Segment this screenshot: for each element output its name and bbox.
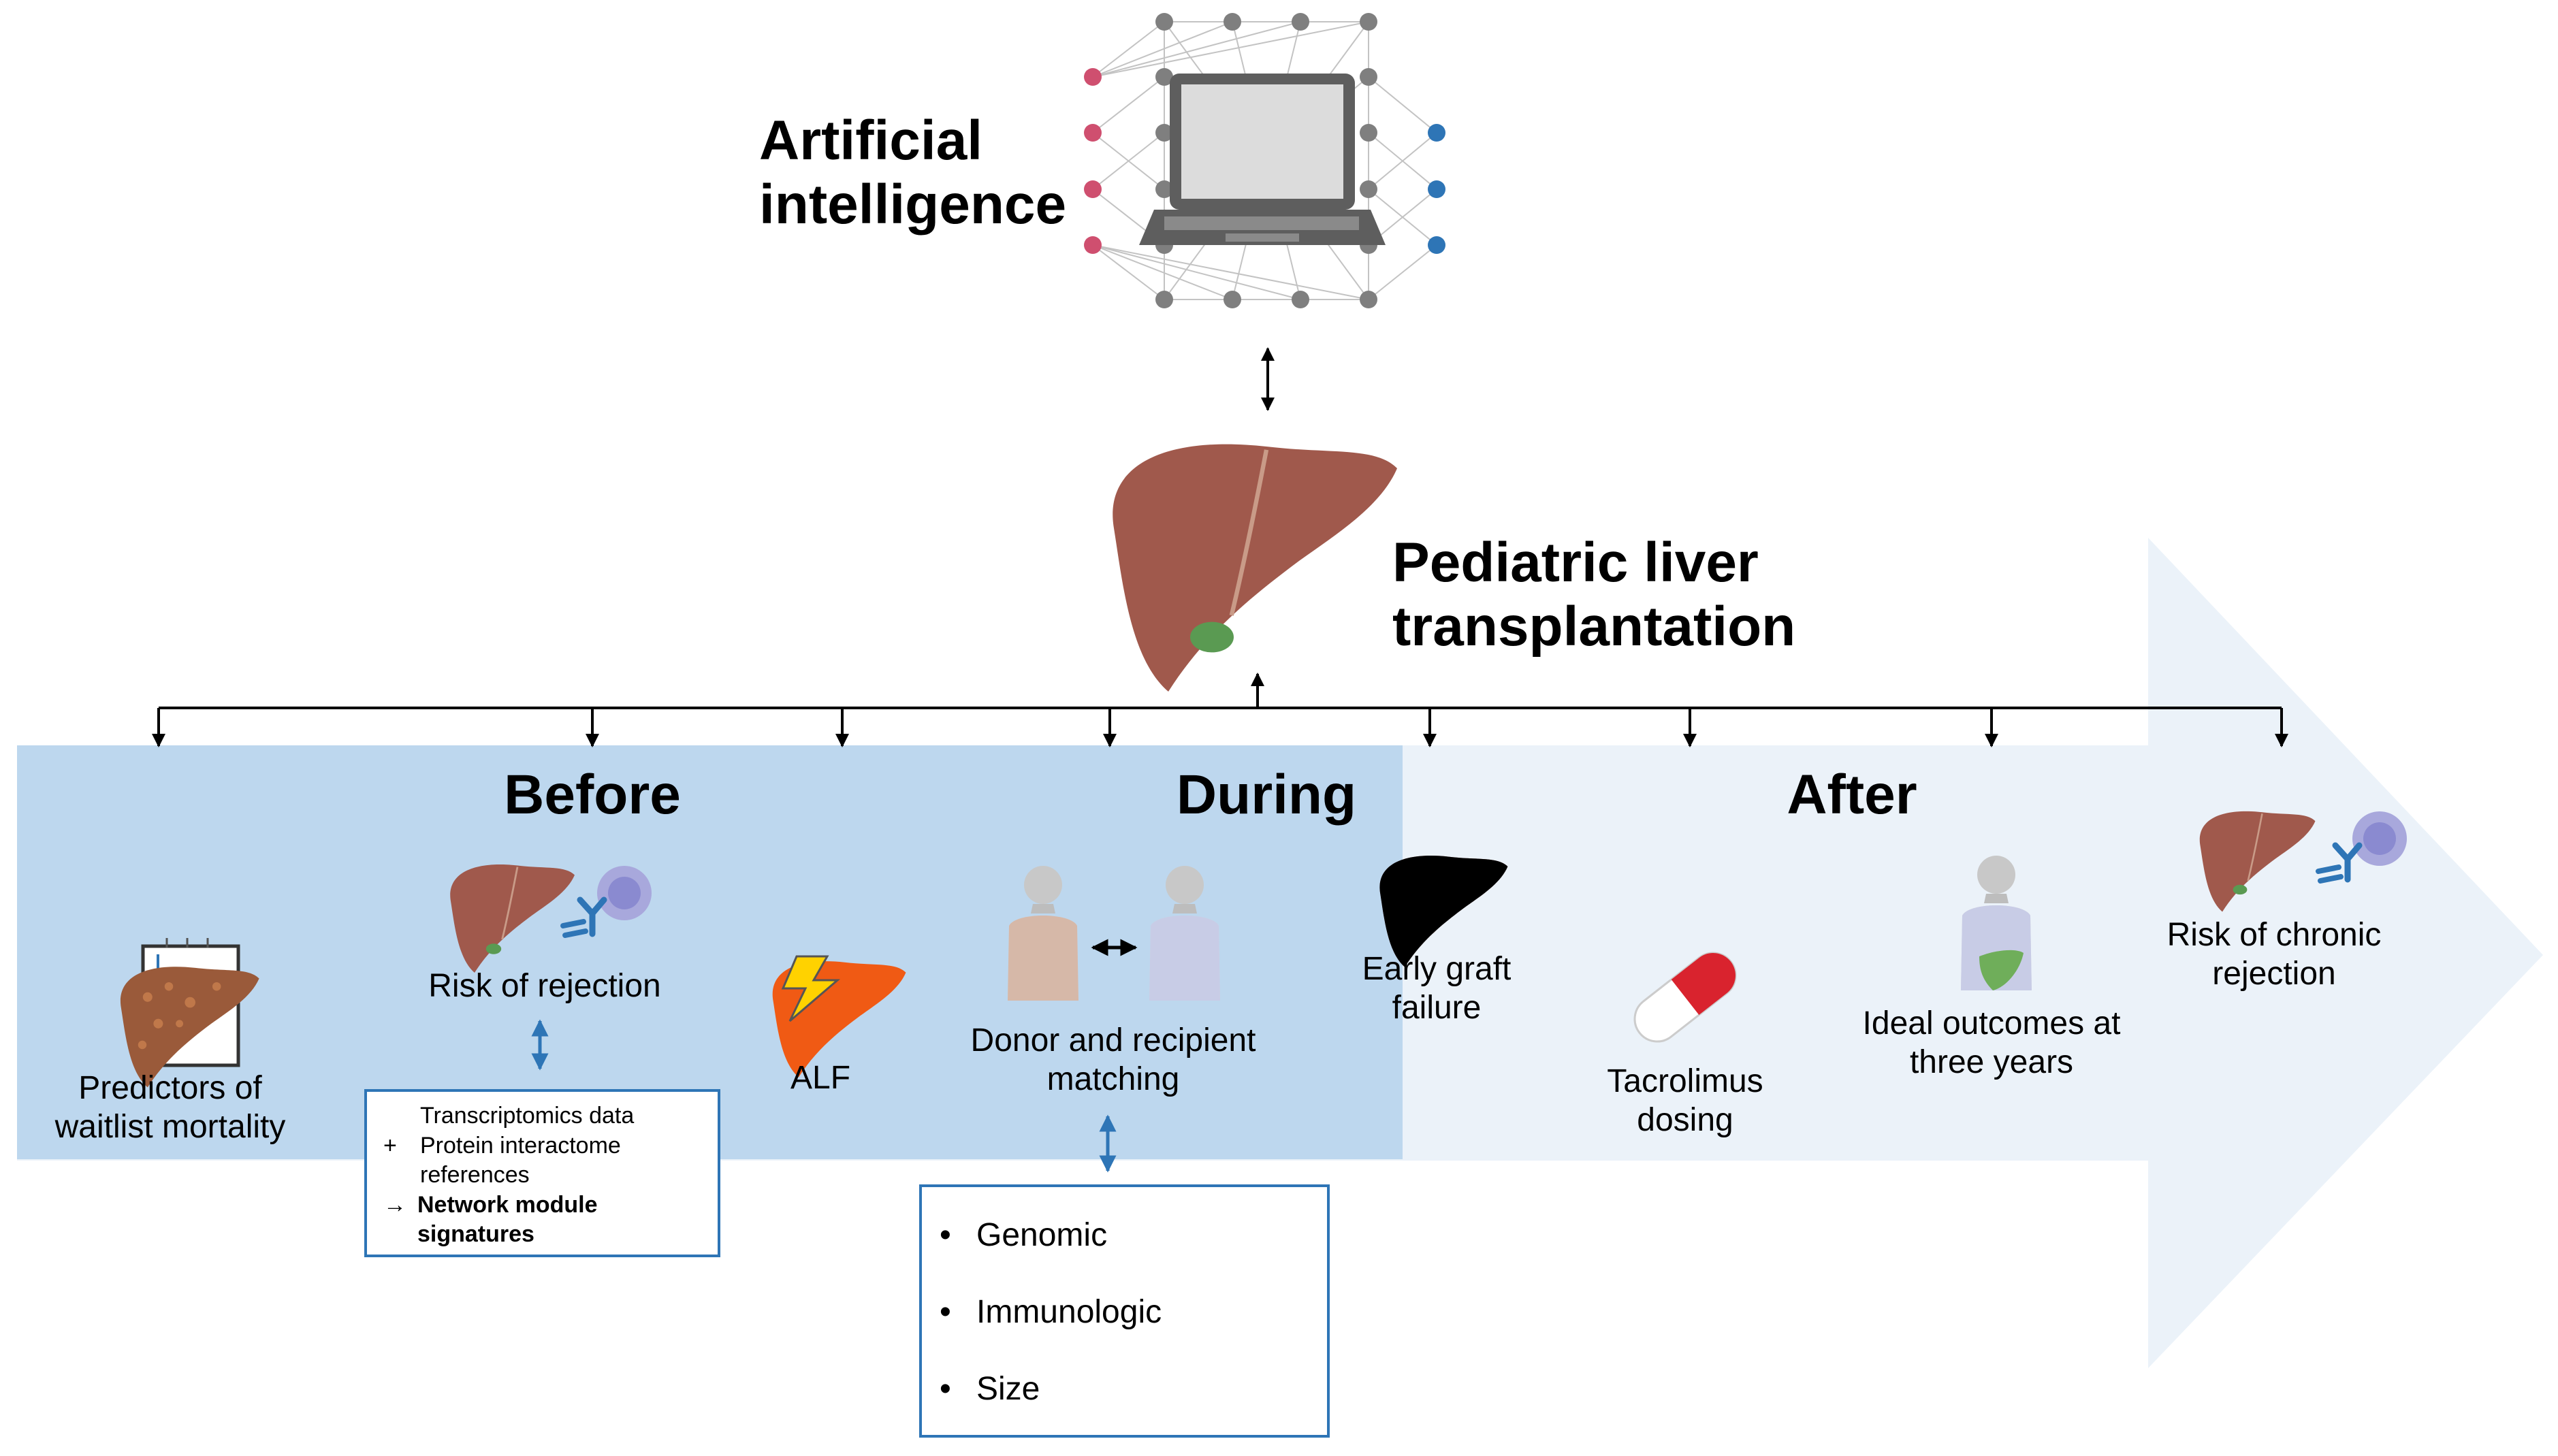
phase-during: During: [1176, 764, 1357, 826]
matching-detail-box: • Genomic • Immunologic • Size: [919, 1184, 1330, 1438]
phase-connector: [152, 673, 2288, 747]
label-graft: Early graft failure: [1362, 951, 1512, 1026]
lightning-icon: [781, 955, 841, 1022]
matching-bullet-2: •: [940, 1294, 951, 1330]
chronic-liver-icon: [2199, 810, 2316, 913]
label-rejection: Risk of rejection: [428, 968, 661, 1004]
label-tacrolimus: Tacrolimus dosing: [1607, 1063, 1763, 1138]
matching-item-immunologic: Immunologic: [976, 1294, 1162, 1330]
rejection-liver-icon: [449, 863, 576, 974]
capsule-icon: [1633, 952, 1737, 1043]
donor-person-icon: [1008, 866, 1078, 1001]
rejection-plus-sign: +: [383, 1133, 397, 1159]
phase-before: Before: [504, 764, 681, 826]
label-outcomes: Ideal outcomes at three years: [1862, 1005, 2121, 1080]
label-alf: ALF: [790, 1060, 851, 1096]
phase-after: After: [1787, 764, 1917, 826]
rejection-detail-box: Transcriptomics data + Protein interacto…: [364, 1089, 720, 1257]
rejection-line-3: Network module signatures: [417, 1192, 598, 1247]
clipboard-liver-icon: [120, 938, 259, 1088]
rejection-line-2: Protein interactome references: [420, 1133, 621, 1188]
rejection-arrow-sign: →: [383, 1192, 406, 1218]
label-chronic: Risk of chronic rejection: [2167, 917, 2382, 992]
black-liver-icon: [1378, 854, 1509, 969]
neural-network-laptop-icon: [1084, 13, 1445, 308]
label-waitlist: Predictors of waitlist mortality: [54, 1070, 286, 1145]
matching-bullet-3: •: [940, 1371, 951, 1407]
ai-title: Artificial intelligence: [759, 110, 1067, 236]
center-title: Pediatric liver transplantation: [1392, 532, 1796, 658]
center-liver-icon: [1113, 444, 1397, 692]
rejection-line-1: Transcriptomics data: [420, 1103, 635, 1129]
recipient-person-icon: [1149, 866, 1220, 1001]
outcome-person-icon: [1961, 856, 2032, 990]
matching-bullet-1: •: [940, 1217, 951, 1253]
matching-item-size: Size: [976, 1371, 1040, 1407]
matching-item-genomic: Genomic: [976, 1217, 1108, 1253]
label-matching: Donor and recipient matching: [970, 1022, 1256, 1097]
